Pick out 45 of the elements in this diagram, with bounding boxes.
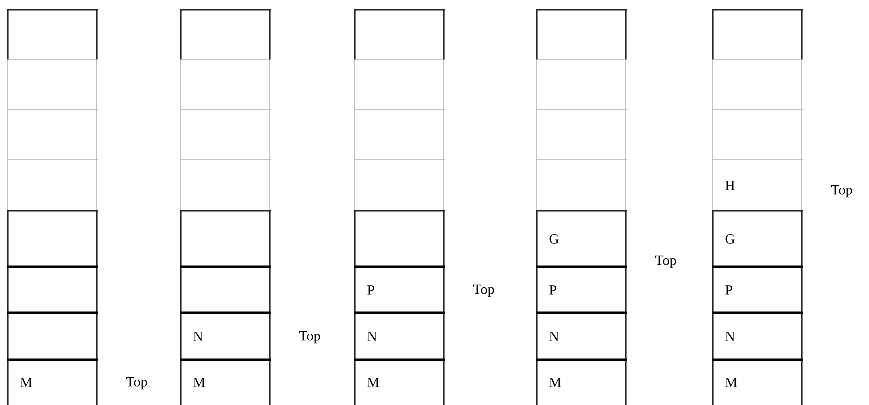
empty-stack-cell bbox=[6, 160, 98, 212]
top-label: Top bbox=[299, 331, 320, 344]
empty-stack-cell bbox=[536, 110, 628, 160]
empty-stack-cell bbox=[180, 110, 272, 160]
stack-cell: N bbox=[354, 312, 445, 360]
stack-cell: M bbox=[536, 358, 627, 405]
stack-cell: N bbox=[536, 312, 627, 360]
empty-stack-cell bbox=[712, 110, 804, 160]
empty-stack-cell bbox=[712, 9, 803, 60]
stack-cell: M bbox=[7, 358, 98, 405]
empty-stack-cell bbox=[7, 312, 98, 360]
top-label: Top bbox=[126, 377, 148, 390]
empty-stack-cell bbox=[712, 60, 804, 110]
stack-cell: G bbox=[536, 210, 627, 267]
top-label: Top bbox=[831, 185, 852, 198]
empty-stack-cell bbox=[536, 60, 628, 110]
empty-stack-cell bbox=[7, 9, 98, 60]
empty-stack-cell bbox=[6, 110, 98, 160]
empty-stack-cell bbox=[180, 9, 271, 60]
stack-cell: N bbox=[712, 312, 803, 360]
empty-stack-cell bbox=[354, 9, 445, 60]
empty-stack-cell bbox=[180, 160, 272, 212]
empty-stack-cell bbox=[7, 210, 98, 267]
empty-stack-cell bbox=[180, 60, 272, 110]
empty-stack-cell bbox=[354, 110, 446, 160]
stack-cell: M bbox=[354, 358, 445, 405]
stack-cell: G bbox=[712, 210, 803, 267]
stack-cell: M bbox=[712, 358, 803, 405]
empty-stack-cell bbox=[354, 60, 446, 110]
stack-cell: P bbox=[536, 266, 627, 313]
top-label: Top bbox=[473, 284, 494, 298]
empty-stack-cell bbox=[354, 160, 446, 212]
empty-stack-cell bbox=[6, 60, 98, 110]
empty-stack-cell bbox=[536, 9, 627, 60]
stack-cell: P bbox=[354, 266, 445, 313]
empty-stack-cell bbox=[180, 266, 271, 313]
empty-stack-cell bbox=[536, 160, 628, 212]
stack-cell: N bbox=[180, 312, 271, 360]
top-label: Top bbox=[655, 256, 676, 268]
empty-stack-cell bbox=[354, 210, 445, 267]
empty-stack-cell bbox=[180, 210, 271, 267]
stack-cell: P bbox=[712, 266, 803, 313]
empty-stack-cell bbox=[7, 266, 98, 313]
stack-cell: M bbox=[180, 358, 271, 405]
stack-cell: H bbox=[712, 160, 804, 212]
